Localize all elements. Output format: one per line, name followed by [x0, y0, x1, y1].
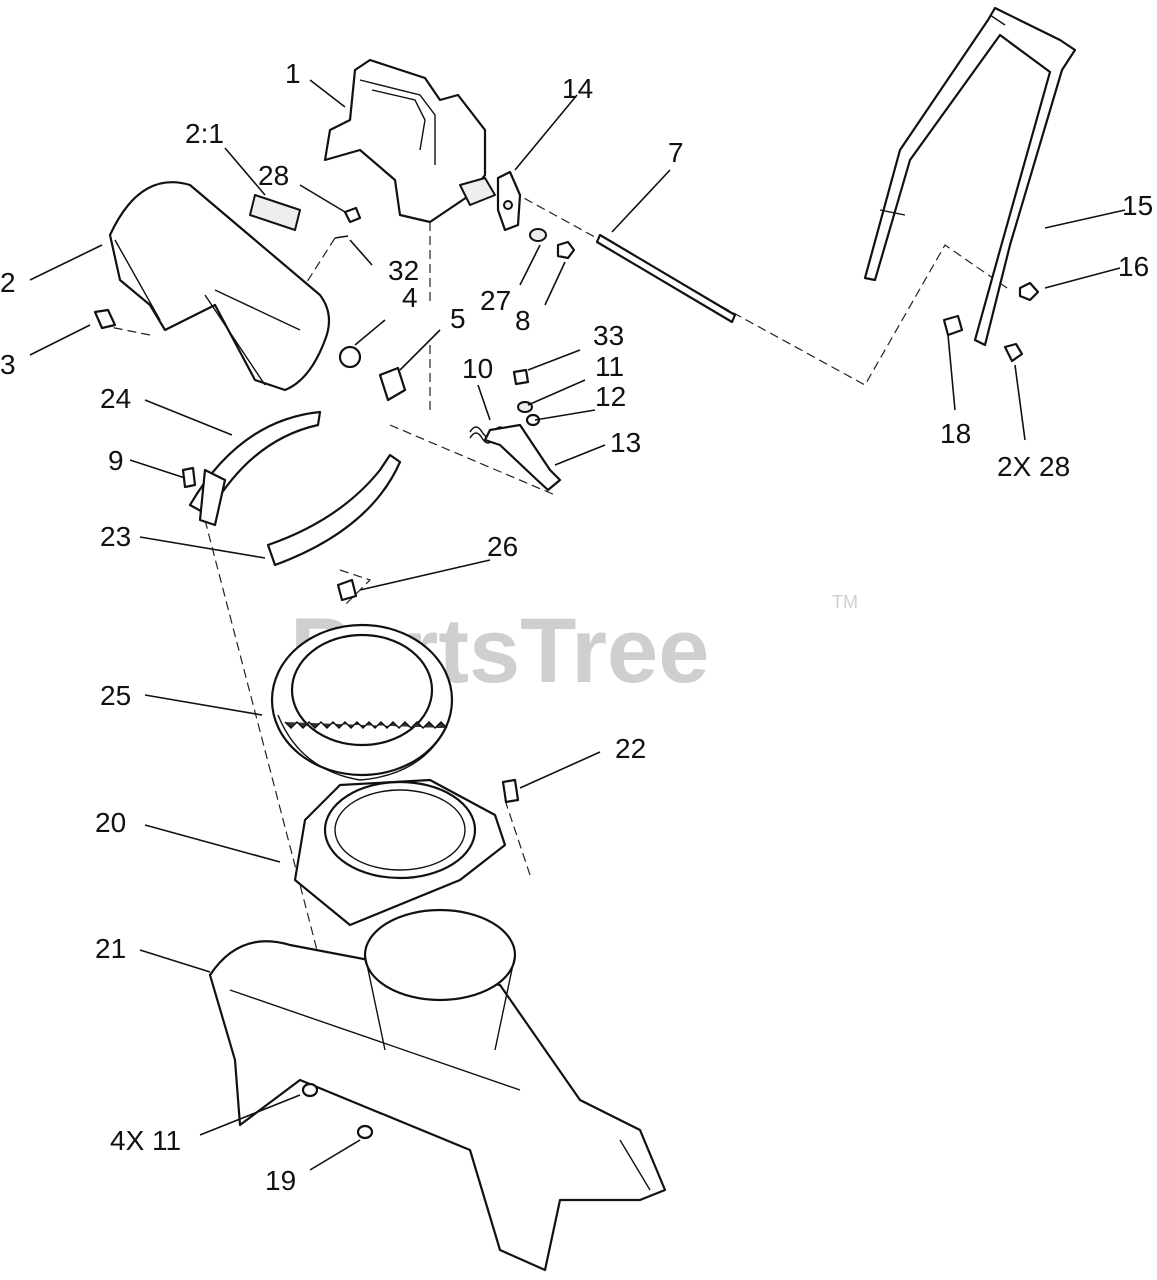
part-washer-27: [529, 228, 547, 242]
part-chute-body: [108, 181, 331, 392]
callout-8: 8: [515, 305, 531, 336]
callout-28: 28: [258, 160, 289, 191]
callout-5: 5: [450, 303, 466, 334]
part-crank-handle: [863, 6, 1077, 347]
callout-4x11: 4X 11: [110, 1125, 181, 1156]
callout-2-1: 2:1: [185, 118, 224, 149]
part-clip: [378, 366, 407, 402]
part-nut-16: [1018, 281, 1040, 302]
callout-2x28: 2X 28: [997, 451, 1070, 482]
callout-12: 12: [595, 381, 626, 412]
callout-33: 33: [593, 320, 624, 351]
callout-25: 25: [100, 680, 131, 711]
part-lever: [483, 423, 562, 492]
part-arc-guide-lower: [266, 453, 402, 567]
callout-13: 13: [610, 427, 641, 458]
part-bracket: [496, 170, 522, 232]
part-ratio-plate: [249, 194, 301, 231]
callout-32: 32: [388, 255, 419, 286]
part-nut-28-pair: [1003, 342, 1024, 363]
part-mounting-plate: [293, 778, 507, 927]
callout-26: 26: [487, 531, 518, 562]
part-bolt-3: [93, 308, 117, 330]
part-chute-deflector: [323, 58, 496, 224]
callout-2: 2: [0, 267, 16, 298]
callout-15: 15: [1122, 190, 1153, 221]
part-washer: [338, 345, 362, 369]
callout-labels: 1 2 3 4 5 7 8 9 10 11 12 13 14 15 16 18 …: [0, 58, 1153, 1196]
callout-20: 20: [95, 807, 126, 838]
callout-11: 11: [595, 351, 624, 382]
callout-24: 24: [100, 383, 131, 414]
part-fastener-18: [942, 314, 964, 337]
leader-lines: [29, 79, 1126, 1171]
part-bushing: [336, 578, 358, 602]
part-nut-19b: [356, 1124, 374, 1140]
callout-3: 3: [0, 349, 16, 380]
part-bolt-33: [512, 368, 530, 386]
part-gear-ring: [270, 623, 454, 781]
callout-14: 14: [562, 73, 593, 104]
watermark-trademark: TM: [832, 592, 858, 612]
callout-27: 27: [480, 285, 511, 316]
part-rod: [595, 233, 737, 324]
callout-16: 16: [1118, 251, 1149, 282]
part-housing: [208, 908, 667, 1272]
part-arc-guide-upper: [188, 410, 322, 527]
callout-4: 4: [402, 282, 418, 313]
part-bolt-9: [181, 466, 197, 489]
callout-18: 18: [940, 418, 971, 449]
part-nut-8: [556, 240, 576, 260]
callout-1: 1: [285, 58, 301, 89]
part-pin-28: [343, 206, 362, 224]
callout-22: 22: [615, 733, 646, 764]
callout-19: 19: [265, 1165, 296, 1196]
callout-9: 9: [108, 445, 124, 476]
part-nut-19a: [301, 1082, 319, 1098]
callout-23: 23: [100, 521, 131, 552]
callout-7: 7: [668, 137, 684, 168]
part-bolt-22: [501, 778, 520, 804]
callout-21: 21: [95, 933, 126, 964]
part-clip-32: [334, 235, 349, 239]
callout-10: 10: [462, 353, 493, 384]
